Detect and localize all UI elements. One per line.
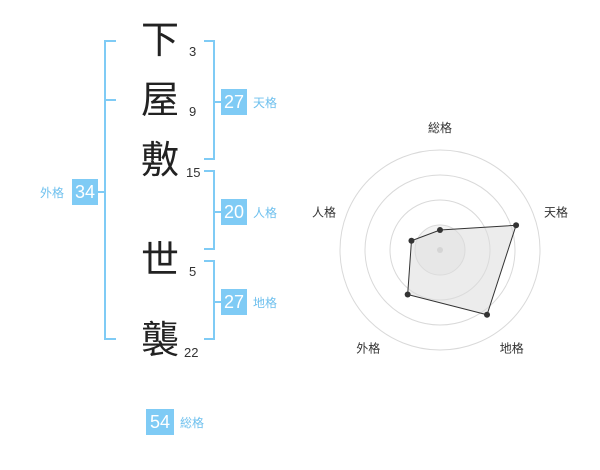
tenkaku-bracket bbox=[213, 40, 215, 160]
radar-point-3 bbox=[484, 311, 491, 318]
tenkaku-label: 天格 bbox=[253, 96, 278, 110]
chikaku-bracket bbox=[213, 260, 215, 340]
radar-ring-3 bbox=[364, 174, 516, 326]
jinkaku-label: 人格 bbox=[253, 206, 278, 220]
radar-point-2 bbox=[513, 222, 520, 229]
radar-axis-label-5: 人格 bbox=[312, 204, 336, 219]
stroke-count-1: 3 bbox=[189, 44, 197, 59]
radar-axis-label-3: 地格 bbox=[500, 341, 524, 356]
jinkaku-value: 20 bbox=[221, 199, 247, 225]
stroke-count-5: 22 bbox=[184, 345, 199, 360]
gaikaku-bracket bbox=[104, 40, 106, 340]
radar-point-1 bbox=[437, 227, 443, 233]
radar-point-5 bbox=[408, 237, 415, 244]
tenkaku-value: 27 bbox=[221, 89, 247, 115]
soukaku-value: 54 bbox=[146, 409, 174, 435]
soukaku-label: 総格 bbox=[180, 416, 205, 430]
radar-polygon bbox=[407, 224, 517, 316]
kanji-3: 敷 bbox=[140, 138, 179, 182]
radar-axis-label-2: 天格 bbox=[544, 204, 568, 219]
stroke-count-4: 5 bbox=[189, 264, 197, 279]
stroke-count-2: 9 bbox=[189, 104, 197, 119]
jinkaku-bracket bbox=[213, 170, 215, 250]
kanji-5: 襲 bbox=[140, 318, 179, 362]
gaikaku-label: 外格 bbox=[40, 186, 65, 200]
chikaku-label: 地格 bbox=[253, 296, 278, 310]
gaikaku-value: 34 bbox=[72, 179, 98, 205]
kanji-2: 屋 bbox=[140, 78, 179, 122]
chikaku-value: 27 bbox=[221, 289, 247, 315]
kanji-1: 下 bbox=[140, 18, 179, 62]
radar-point-4 bbox=[404, 291, 411, 298]
radar-axis-label-4: 外格 bbox=[356, 341, 380, 356]
stroke-count-3: 15 bbox=[186, 165, 201, 180]
radar-axis-label-1: 総格 bbox=[428, 120, 452, 135]
kanji-4: 世 bbox=[140, 238, 179, 282]
radar-ring-4 bbox=[339, 149, 541, 351]
